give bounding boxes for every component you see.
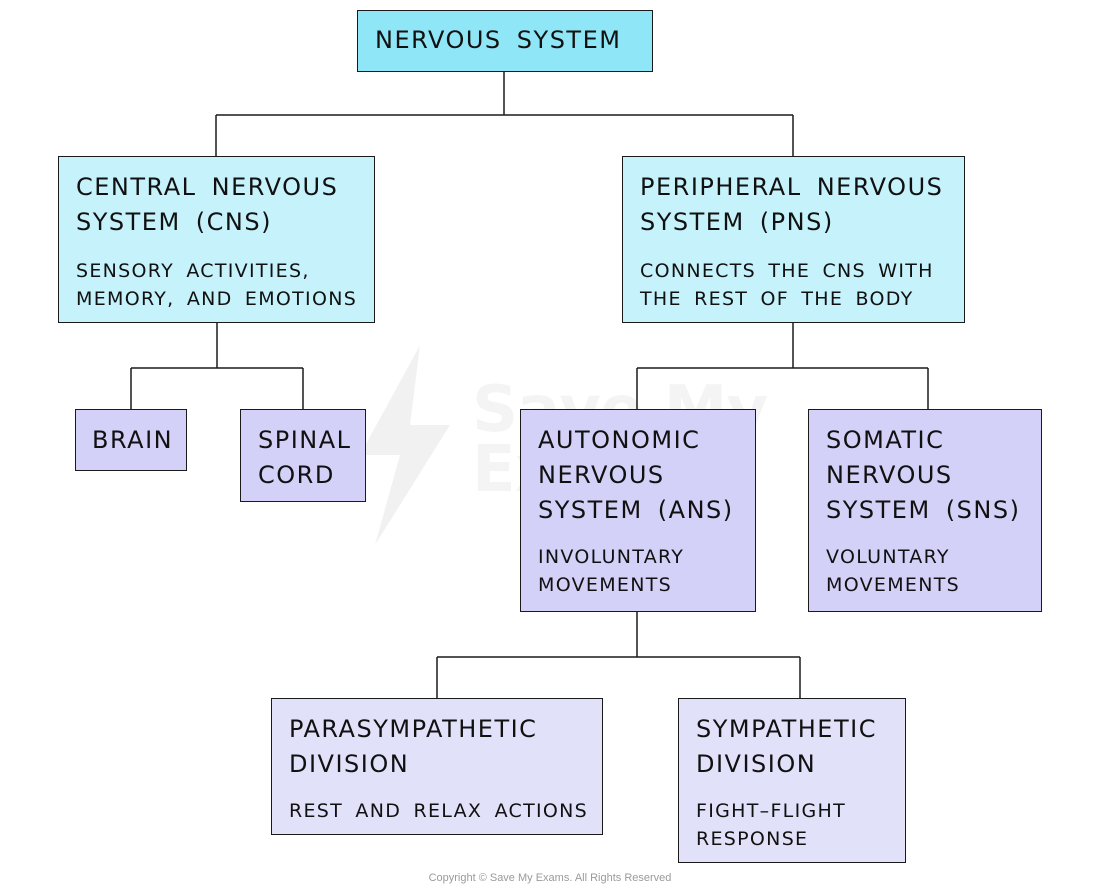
- node-spinal-cord: SPINAL CORD: [240, 409, 366, 502]
- node-nervous-system: NERVOUS SYSTEM: [357, 10, 653, 72]
- node-title: AUTONOMIC NERVOUS SYSTEM (ANS): [538, 426, 734, 524]
- node-description: VOLUNTARY MOVEMENTS: [826, 546, 960, 596]
- node-description: CONNECTS THE CNS WITH THE REST OF THE BO…: [640, 260, 934, 310]
- node-parasympathetic-division: PARASYMPATHETIC DIVISION REST AND RELAX …: [271, 698, 603, 835]
- node-description: SENSORY ACTIVITIES, MEMORY, AND EMOTIONS: [76, 260, 358, 310]
- node-title: SOMATIC NERVOUS SYSTEM (SNS): [826, 426, 1021, 524]
- node-description: INVOLUNTARY MOVEMENTS: [538, 546, 685, 596]
- node-somatic-nervous-system: SOMATIC NERVOUS SYSTEM (SNS) VOLUNTARY M…: [808, 409, 1042, 612]
- node-description: REST AND RELAX ACTIONS: [289, 800, 589, 822]
- node-title: PARASYMPATHETIC DIVISION: [289, 715, 538, 778]
- node-title: SYMPATHETIC DIVISION: [696, 715, 877, 778]
- node-title: SPINAL CORD: [258, 426, 352, 489]
- watermark-logo-icon: [360, 345, 450, 545]
- node-title: BRAIN: [92, 426, 174, 454]
- copyright-notice: Copyright © Save My Exams. All Rights Re…: [428, 872, 672, 884]
- node-title: PERIPHERAL NERVOUS SYSTEM (PNS): [640, 173, 944, 236]
- node-central-nervous-system: CENTRAL NERVOUS SYSTEM (CNS) SENSORY ACT…: [58, 156, 375, 323]
- node-description: FIGHT–FLIGHT RESPONSE: [696, 800, 846, 850]
- node-title: NERVOUS SYSTEM: [375, 26, 622, 54]
- node-autonomic-nervous-system: AUTONOMIC NERVOUS SYSTEM (ANS) INVOLUNTA…: [520, 409, 756, 612]
- node-sympathetic-division: SYMPATHETIC DIVISION FIGHT–FLIGHT RESPON…: [678, 698, 906, 863]
- node-title: CENTRAL NERVOUS SYSTEM (CNS): [76, 173, 339, 236]
- node-brain: BRAIN: [75, 409, 187, 471]
- node-peripheral-nervous-system: PERIPHERAL NERVOUS SYSTEM (PNS) CONNECTS…: [622, 156, 965, 323]
